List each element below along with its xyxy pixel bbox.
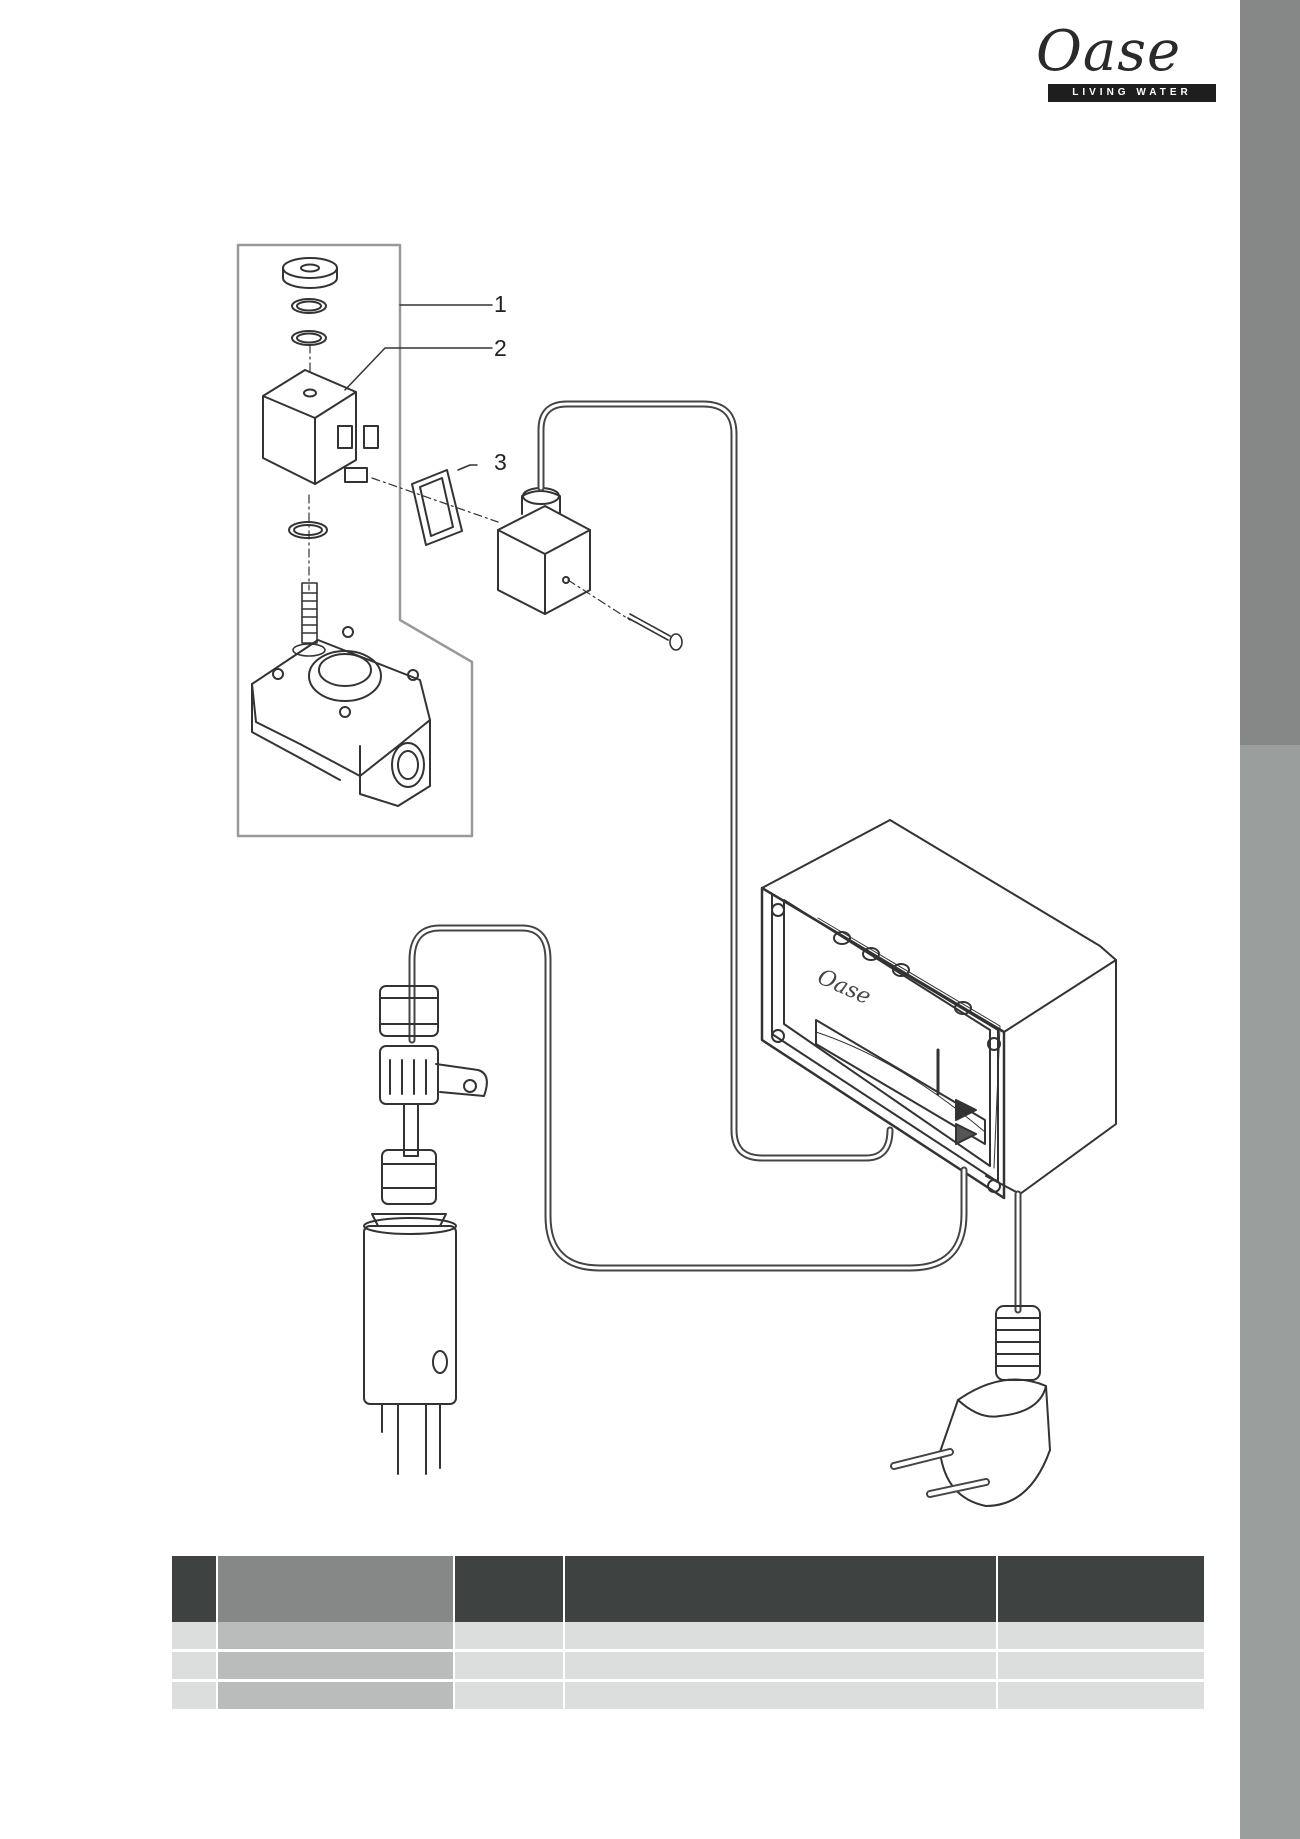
side-tab-upper — [1240, 0, 1300, 745]
table-cell — [172, 1682, 217, 1712]
table-cell — [172, 1622, 217, 1652]
cable-plug-to-box — [537, 400, 894, 1162]
power-plug — [890, 1305, 1051, 1507]
table-header-cell — [997, 1556, 1204, 1622]
axis-line-plug — [371, 477, 499, 523]
callout-label-3: 3 — [494, 449, 507, 475]
level-sensor — [363, 985, 488, 1475]
table-cell — [564, 1682, 996, 1712]
table-cell — [172, 1652, 217, 1682]
callout-leader-2 — [344, 347, 493, 391]
cable-sensor-to-box — [408, 924, 968, 1272]
parts-table — [170, 1556, 1206, 1712]
gasket — [411, 469, 463, 546]
svg-text:Oase: Oase — [814, 965, 875, 1010]
brand-tagline: LIVING WATER — [1048, 84, 1216, 102]
o-ring-lower — [288, 521, 328, 539]
table-header-cell — [454, 1556, 563, 1622]
table-header-cell — [564, 1556, 996, 1622]
table-row — [172, 1682, 1204, 1712]
o-ring-top-2 — [291, 330, 327, 346]
o-ring-top-2-inner — [296, 332, 322, 344]
table-header-cell — [172, 1556, 217, 1622]
table-row — [172, 1652, 1204, 1682]
table-cell — [454, 1682, 563, 1712]
table-row — [172, 1622, 1204, 1652]
screw — [627, 613, 683, 651]
table-cell — [997, 1622, 1204, 1652]
valve-body — [251, 626, 431, 807]
table-cell — [564, 1622, 996, 1652]
table-cell — [454, 1622, 563, 1652]
brand-logo: Oase LIVING WATER — [1030, 20, 1220, 105]
control-box: Oase — [760, 819, 1117, 1200]
exploded-parts-diagram: Oase — [236, 243, 1117, 1507]
plug-connector — [497, 487, 591, 615]
callout-leader-3 — [457, 464, 478, 471]
solenoid-coil — [262, 369, 379, 485]
table-header-cell — [218, 1556, 453, 1622]
side-tab-lower — [1240, 745, 1300, 1839]
table-header-row — [172, 1556, 1204, 1622]
table-cell — [218, 1652, 453, 1682]
axis-line-screw — [567, 579, 631, 621]
o-ring-lower-inner — [293, 524, 323, 536]
table-cell — [564, 1652, 996, 1682]
table-cell — [218, 1622, 453, 1652]
table-cell — [218, 1682, 453, 1712]
callout-label-1: 1 — [494, 291, 507, 317]
top-nut — [282, 257, 338, 289]
callout-label-2: 2 — [494, 335, 507, 361]
table-cell — [997, 1652, 1204, 1682]
valve-assembly-frame — [236, 243, 474, 838]
o-ring-top-1 — [291, 298, 327, 314]
threaded-stem — [292, 582, 326, 657]
brand-wordmark: Oase — [1036, 19, 1182, 84]
o-ring-top-1-inner — [296, 300, 322, 312]
table-cell — [454, 1652, 563, 1682]
table-cell — [997, 1682, 1204, 1712]
